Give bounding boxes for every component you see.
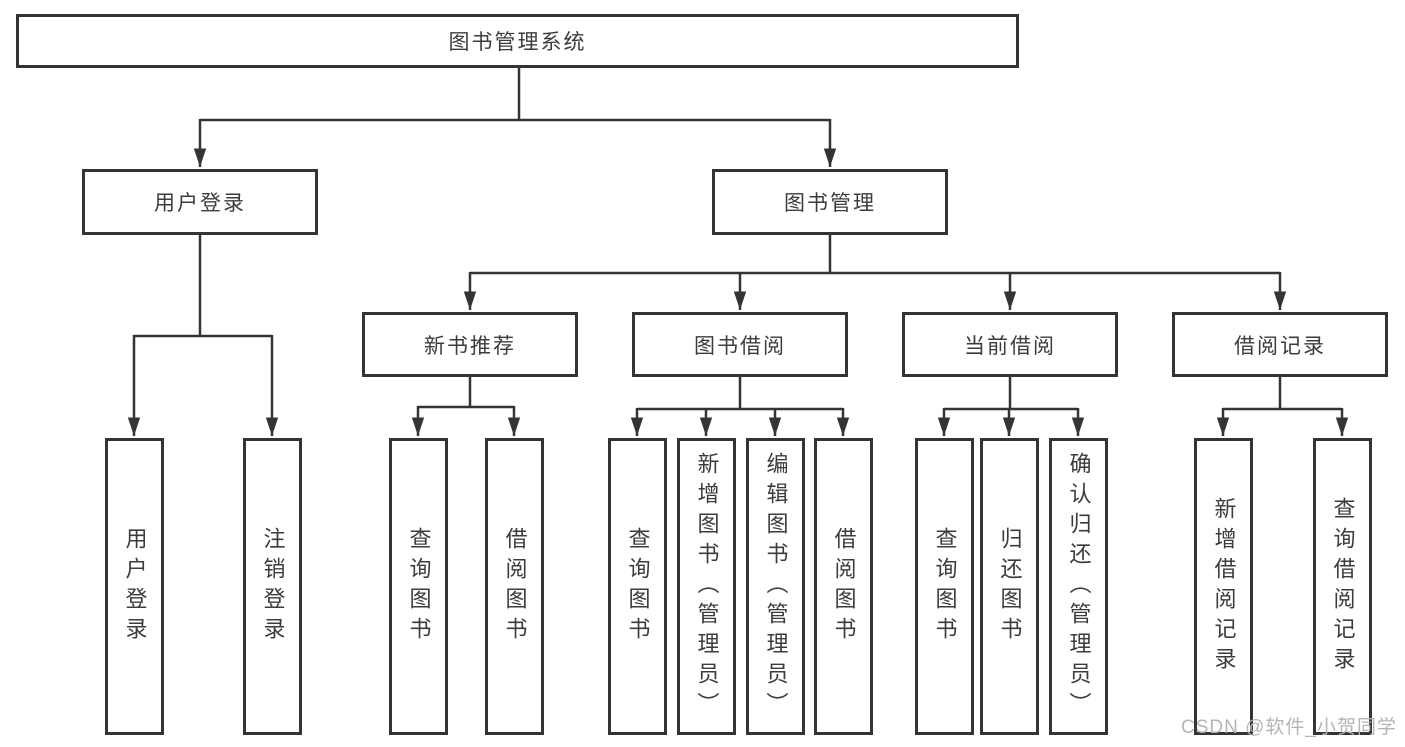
leaf-borrow-add-books-admin-label: 新增图书（管理员） <box>694 451 720 722</box>
node-book-borrow-label: 图书借阅 <box>694 334 786 358</box>
watermark-text: CSDN @软件_小贺同学 <box>1181 717 1397 738</box>
node-book-mgmt-label: 图书管理 <box>784 192 876 215</box>
leaf-rec-query-books-label: 查询图书 <box>406 526 432 647</box>
leaf-rec-borrow-books-label: 借阅图书 <box>502 526 528 647</box>
node-user-login: 用户登录 <box>82 169 318 235</box>
leaf-logout: 注销登录 <box>243 438 302 735</box>
leaf-current-return-books-label: 归还图书 <box>997 526 1023 647</box>
leaf-borrow-borrow-books: 借阅图书 <box>814 438 873 735</box>
connector-new-book-rec-to-leaves <box>411 377 521 436</box>
leaf-borrow-add-books-admin: 新增图书（管理员） <box>677 438 736 735</box>
connector-user-login-to-leaves <box>127 235 279 436</box>
connector-root-to-level2 <box>193 68 837 167</box>
leaf-borrow-query-books-label: 查询图书 <box>625 526 651 647</box>
leaf-borrow-edit-books-admin-label: 编辑图书（管理员） <box>763 451 789 722</box>
leaf-current-confirm-return-admin-label: 确认归还（管理员） <box>1066 451 1092 722</box>
node-current-borrow: 当前借阅 <box>902 312 1118 377</box>
leaf-record-add-record-label: 新增借阅记录 <box>1211 496 1237 677</box>
leaf-rec-query-books: 查询图书 <box>389 438 448 735</box>
leaf-borrow-borrow-books-label: 借阅图书 <box>831 526 857 647</box>
leaf-logout-label: 注销登录 <box>260 526 286 647</box>
node-borrow-record-label: 借阅记录 <box>1234 334 1326 358</box>
node-book-mgmt: 图书管理 <box>712 169 948 235</box>
leaf-current-query-books-label: 查询图书 <box>932 526 958 647</box>
node-root-label: 图书管理系统 <box>448 31 587 54</box>
leaf-current-query-books: 查询图书 <box>915 438 974 735</box>
node-book-borrow: 图书借阅 <box>632 312 848 377</box>
leaf-user-login: 用户登录 <box>105 438 164 735</box>
leaf-borrow-query-books: 查询图书 <box>608 438 667 735</box>
leaf-record-query-record-label: 查询借阅记录 <box>1330 496 1356 677</box>
node-new-book-rec: 新书推荐 <box>362 312 578 377</box>
node-root: 图书管理系统 <box>16 14 1019 68</box>
node-current-borrow-label: 当前借阅 <box>964 334 1056 358</box>
leaf-rec-borrow-books: 借阅图书 <box>485 438 544 735</box>
connector-book-mgmt-to-level3 <box>463 235 1287 310</box>
connector-book-borrow-to-leaves <box>630 377 850 436</box>
leaf-current-confirm-return-admin: 确认归还（管理员） <box>1049 438 1108 735</box>
leaf-record-query-record: 查询借阅记录 <box>1313 438 1372 735</box>
node-new-book-rec-label: 新书推荐 <box>424 334 516 358</box>
connector-current-borrow-to-leaves <box>937 377 1085 436</box>
leaf-record-add-record: 新增借阅记录 <box>1194 438 1253 735</box>
leaf-user-login-label: 用户登录 <box>122 526 148 647</box>
leaf-borrow-edit-books-admin: 编辑图书（管理员） <box>746 438 805 735</box>
node-borrow-record: 借阅记录 <box>1172 312 1388 377</box>
leaf-current-return-books: 归还图书 <box>980 438 1039 735</box>
connector-borrow-record-to-leaves <box>1216 377 1349 436</box>
node-user-login-label: 用户登录 <box>154 192 246 215</box>
